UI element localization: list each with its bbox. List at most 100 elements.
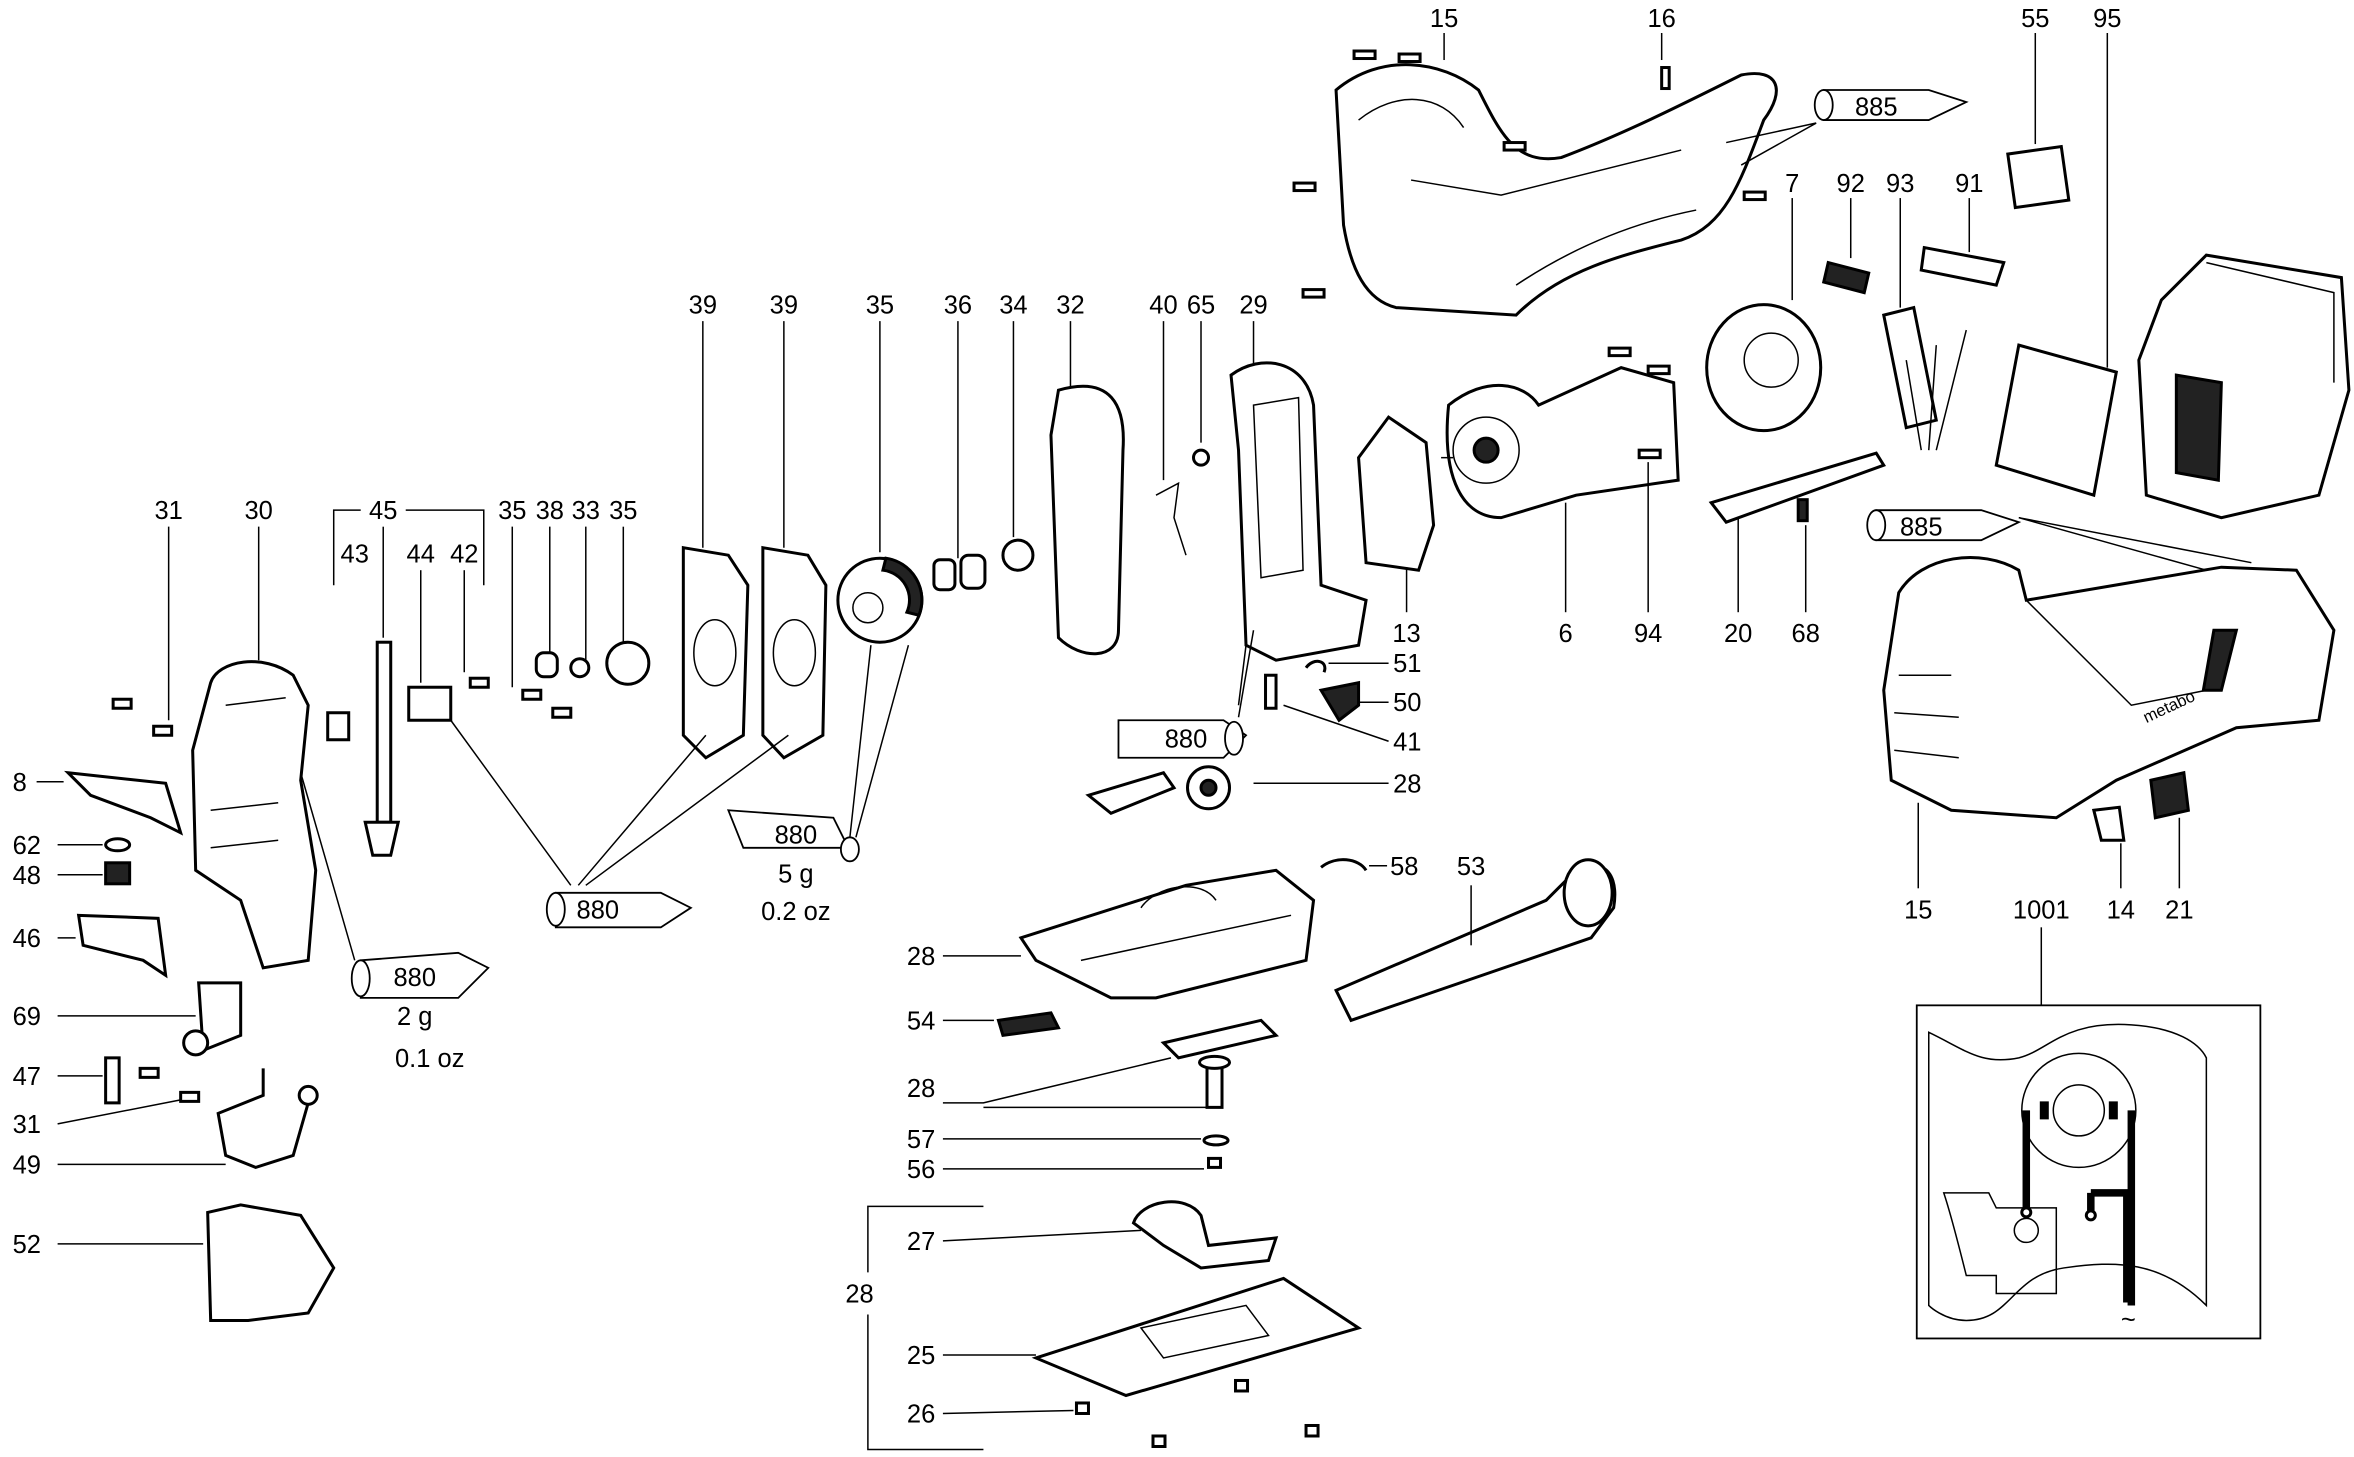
callout-46: 46 bbox=[13, 925, 41, 953]
small-parts-center bbox=[1264, 659, 1361, 723]
callout-13: 13 bbox=[1392, 620, 1420, 648]
lever-28 bbox=[1085, 765, 1232, 815]
grease-code-label: 880 bbox=[577, 896, 620, 924]
callout-15: 15 bbox=[1904, 896, 1932, 924]
screws-housing bbox=[1292, 49, 1767, 299]
callout-53: 53 bbox=[1457, 853, 1485, 881]
grease-tube-880-small: 880 bbox=[450, 719, 789, 929]
bearing-36 bbox=[932, 553, 987, 592]
callout-6: 6 bbox=[1559, 620, 1573, 648]
leader-lines-motor bbox=[1405, 462, 1807, 613]
plate-95 bbox=[1994, 343, 2119, 498]
callout-14: 14 bbox=[2107, 896, 2135, 924]
dust-chute-53 bbox=[1334, 858, 1617, 1023]
guide-plate-39 bbox=[681, 545, 750, 760]
grease-code-label: 880 bbox=[1165, 725, 1208, 753]
assembled-jigsaw: metabo bbox=[1882, 556, 2336, 820]
callout-36: 36 bbox=[944, 292, 972, 320]
callout-labels-base: 28 54 28 57 56 27 28 25 26 bbox=[845, 943, 935, 1429]
callout-41: 41 bbox=[1393, 728, 1421, 756]
callout-35: 35 bbox=[609, 497, 637, 525]
grease-amount-grams: 2 g bbox=[397, 1003, 432, 1031]
ac-symbol: ~ bbox=[2121, 1306, 2136, 1334]
gear-35 bbox=[836, 556, 924, 644]
screws-motor bbox=[1607, 346, 1671, 460]
callout-92: 92 bbox=[1837, 170, 1865, 198]
callout-31: 31 bbox=[13, 1111, 41, 1139]
callout-35: 35 bbox=[498, 497, 526, 525]
callout-28: 28 bbox=[907, 1075, 935, 1103]
callout-55: 55 bbox=[2021, 5, 2049, 33]
callout-48: 48 bbox=[13, 862, 41, 890]
callout-93: 93 bbox=[1886, 170, 1914, 198]
callout-31: 31 bbox=[154, 497, 182, 525]
callout-8: 8 bbox=[13, 769, 27, 797]
callout-58: 58 bbox=[1390, 853, 1418, 881]
small-parts-left bbox=[111, 640, 651, 857]
lever-20 bbox=[1708, 451, 1886, 524]
ring-65 bbox=[1192, 448, 1211, 467]
callout-28: 28 bbox=[1393, 770, 1421, 798]
base-plate-assembly bbox=[996, 868, 1363, 1448]
callout-49: 49 bbox=[13, 1151, 41, 1179]
grease-tube-885-right: 885 bbox=[1866, 509, 2252, 571]
leader-lines-left-top bbox=[167, 509, 625, 721]
callout-20: 20 bbox=[1724, 620, 1752, 648]
callout-54: 54 bbox=[907, 1007, 935, 1035]
spring-92 bbox=[1821, 260, 1871, 295]
callout-91: 91 bbox=[1955, 170, 1983, 198]
callout-34: 34 bbox=[999, 292, 1027, 320]
callout-28: 28 bbox=[845, 1280, 873, 1308]
callout-44: 44 bbox=[407, 541, 435, 569]
callout-21: 21 bbox=[2165, 896, 2193, 924]
grease-tube-885-top: 885 bbox=[1726, 89, 1969, 166]
housing-30 bbox=[191, 660, 318, 970]
grease-code-label: 880 bbox=[393, 964, 436, 992]
callout-52: 52 bbox=[13, 1231, 41, 1259]
callout-45: 45 bbox=[369, 497, 397, 525]
part-21 bbox=[2149, 770, 2190, 820]
callout-39: 39 bbox=[689, 292, 717, 320]
callout-56: 56 bbox=[907, 1156, 935, 1184]
bracket-13 bbox=[1357, 415, 1436, 572]
callout-29: 29 bbox=[1239, 292, 1267, 320]
callout-43: 43 bbox=[341, 541, 369, 569]
wiring-diagram-inset: ~ bbox=[1915, 1004, 2262, 1340]
callout-33: 33 bbox=[572, 497, 600, 525]
callout-labels-left-top: 31 30 45 43 44 42 35 38 33 35 bbox=[154, 497, 637, 569]
grease-tube-880-center: 880 bbox=[1117, 630, 1255, 759]
grease-code-label: 880 bbox=[775, 821, 818, 849]
part-14 bbox=[2091, 805, 2126, 842]
motor-cover-7 bbox=[1705, 303, 1823, 433]
callout-38: 38 bbox=[536, 497, 564, 525]
callout-69: 69 bbox=[13, 1003, 41, 1031]
callout-25: 25 bbox=[907, 1342, 935, 1370]
sticker-55 bbox=[2006, 144, 2071, 210]
parts-left-column bbox=[64, 770, 336, 1322]
callout-26: 26 bbox=[907, 1400, 935, 1428]
callout-47: 47 bbox=[13, 1063, 41, 1091]
grease-code-label: 885 bbox=[1855, 94, 1898, 122]
callout-94: 94 bbox=[1634, 620, 1662, 648]
callout-labels-chute: 58 53 bbox=[1390, 853, 1485, 881]
callout-50: 50 bbox=[1393, 689, 1421, 717]
grease-tube-880-2g: 880 2 g 0.1 oz bbox=[299, 772, 490, 1073]
callout-labels-left: 8 62 48 46 69 47 31 49 52 bbox=[13, 769, 41, 1259]
leader-lines-left bbox=[36, 781, 226, 1245]
grease-amount-ounces: 0.1 oz bbox=[395, 1045, 464, 1073]
callout-35: 35 bbox=[866, 292, 894, 320]
battery-pack bbox=[2137, 253, 2351, 520]
leader-line bbox=[1905, 329, 1967, 451]
callout-68: 68 bbox=[1792, 620, 1820, 648]
callout-1001: 1001 bbox=[2013, 896, 2070, 924]
callout-labels-right: 15 1001 14 21 bbox=[1904, 896, 2193, 924]
callout-labels-center: 51 50 41 28 bbox=[1393, 650, 1421, 798]
callout-labels-middle: 39 39 35 36 34 32 40 65 29 bbox=[689, 292, 1268, 320]
callout-30: 30 bbox=[244, 497, 272, 525]
callout-labels-motor: 13 6 94 20 68 bbox=[1392, 620, 1820, 648]
grease-tube-880-5g: 880 5 g 0.2 oz bbox=[726, 645, 910, 926]
housing-half bbox=[1334, 63, 1778, 317]
callout-15: 15 bbox=[1430, 5, 1458, 33]
